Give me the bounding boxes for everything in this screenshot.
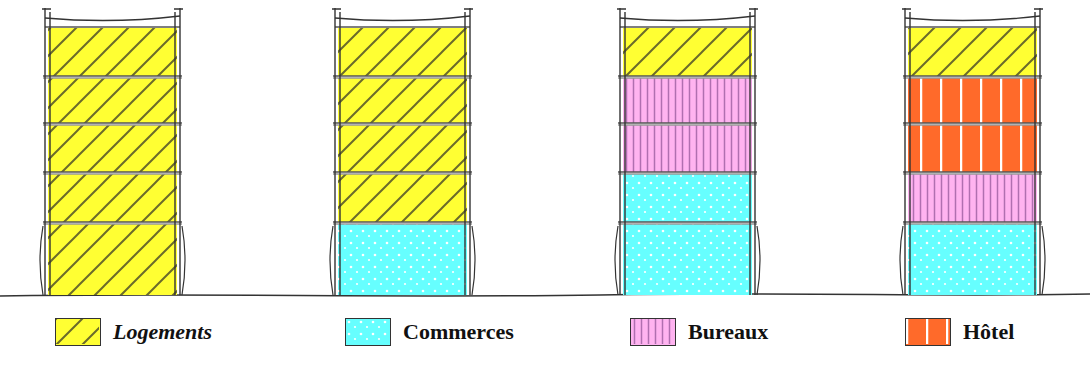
floor-band bbox=[338, 174, 467, 222]
floor-band bbox=[908, 224, 1037, 295]
legend-swatch bbox=[630, 318, 676, 346]
floor-band bbox=[48, 28, 177, 76]
floor-band bbox=[48, 125, 177, 172]
floor-band bbox=[908, 125, 1037, 172]
floor-band bbox=[338, 224, 467, 295]
building-sketch bbox=[615, 8, 760, 295]
legend-label: Bureaux bbox=[688, 319, 768, 345]
legend-swatch bbox=[55, 318, 101, 346]
floor-band bbox=[338, 125, 467, 172]
floor-band bbox=[623, 125, 752, 172]
floor-band bbox=[623, 224, 752, 295]
legend-entry: Commerces bbox=[345, 318, 514, 346]
floor-band bbox=[48, 224, 177, 295]
floor-band bbox=[48, 78, 177, 123]
floor-band bbox=[908, 174, 1037, 222]
building-sketch bbox=[330, 8, 475, 295]
legend-label: Hôtel bbox=[963, 319, 1014, 345]
floor-band bbox=[908, 78, 1037, 123]
legend-entry: Bureaux bbox=[630, 318, 768, 346]
legend-label: Logements bbox=[113, 319, 212, 345]
floor-band bbox=[48, 174, 177, 222]
legend-swatch bbox=[905, 318, 951, 346]
building-sketch bbox=[40, 8, 185, 295]
floor-band bbox=[623, 78, 752, 123]
floor-band bbox=[338, 78, 467, 123]
floor-band bbox=[338, 28, 467, 76]
legend-entry: Logements bbox=[55, 318, 212, 346]
floor-band bbox=[908, 28, 1037, 76]
floor-band bbox=[623, 174, 752, 222]
floor-band bbox=[623, 28, 752, 76]
legend-swatch bbox=[345, 318, 391, 346]
legend-entry: Hôtel bbox=[905, 318, 1014, 346]
legend-label: Commerces bbox=[403, 319, 514, 345]
building-sketch bbox=[900, 8, 1045, 295]
